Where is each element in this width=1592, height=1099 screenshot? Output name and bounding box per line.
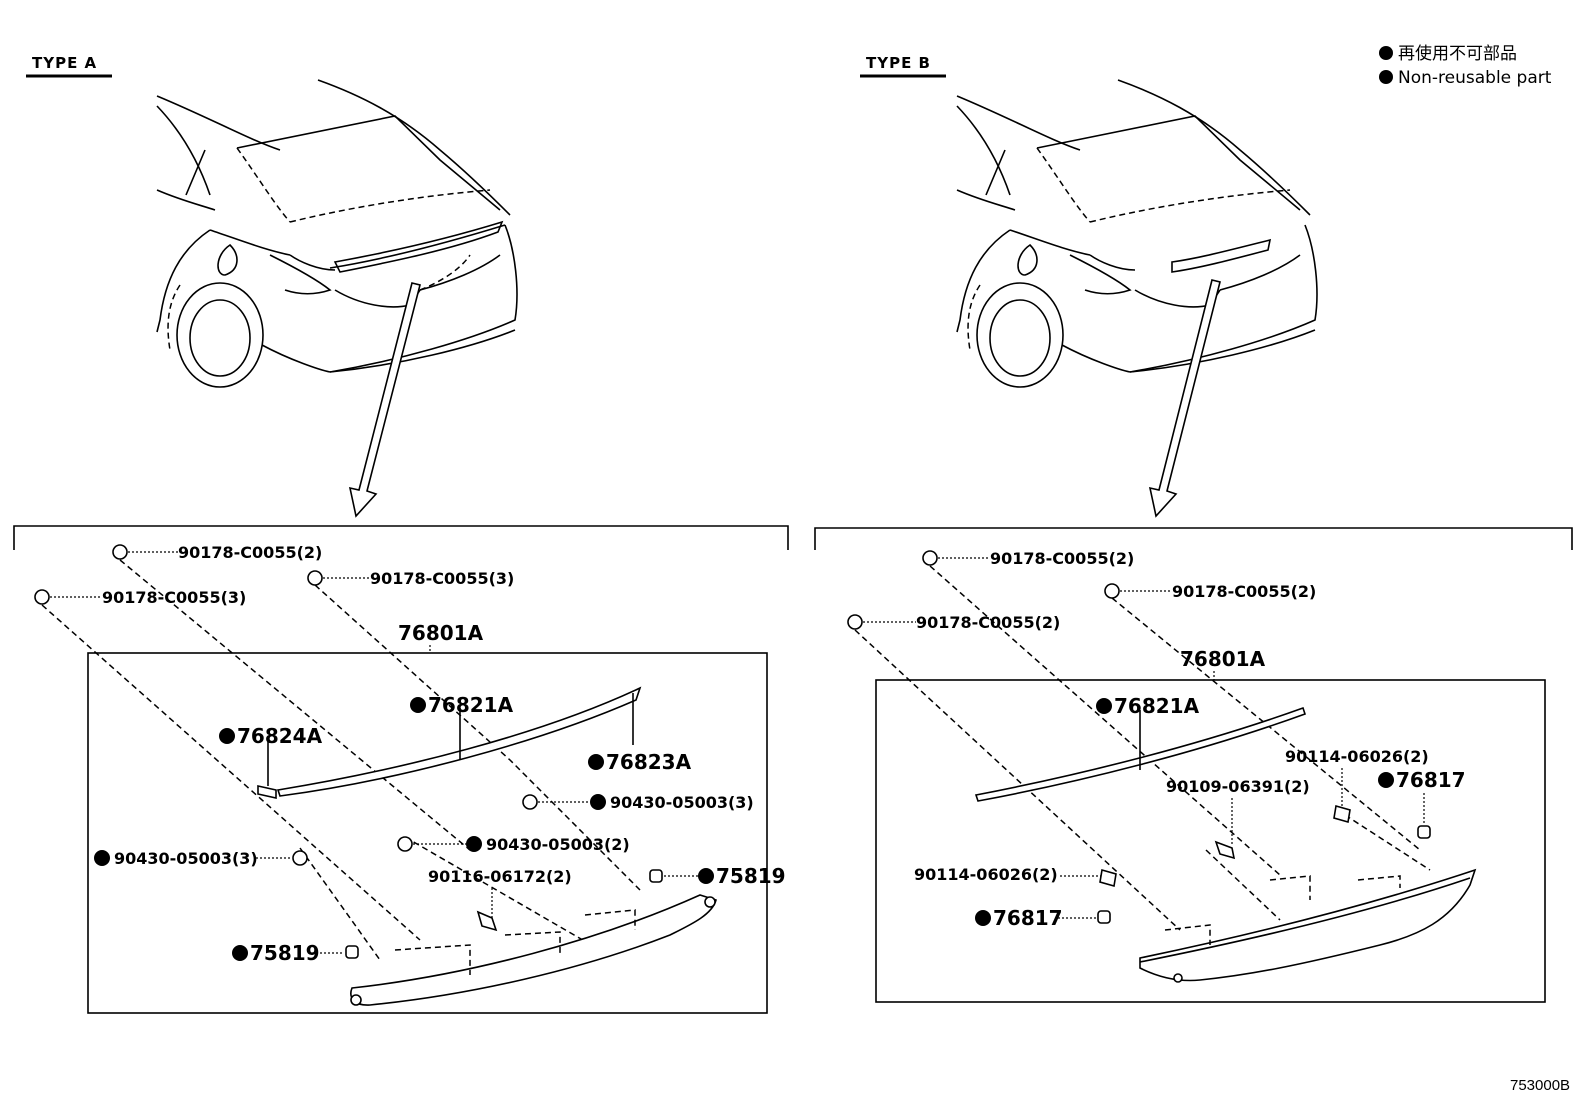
legend: 再使用不可部品 Non-reusable part <box>1379 43 1552 88</box>
type-a-moulding-label: 76821A <box>428 693 514 717</box>
clip-icon <box>112 544 128 560</box>
reference-number: 753000B <box>1510 1077 1570 1094</box>
clip-icon <box>847 614 863 630</box>
type-a-moulding-callout: 76821A <box>410 693 514 717</box>
type-b-detail-bracket <box>814 527 1573 550</box>
type-a-clip-left: 90178-C0055(3) <box>34 588 246 607</box>
type-a-nut-left-label: 90430-05003(3) <box>114 849 258 868</box>
type-a-clip-left-bottom: 75819 <box>232 941 359 965</box>
type-a-title: TYPE A <box>32 54 97 72</box>
type-a-clip-right-label: 75819 <box>716 864 786 888</box>
type-a-assembly-label: 76801A <box>398 621 484 645</box>
legend-dot-icon <box>1379 46 1393 60</box>
type-a-arrow-icon <box>348 282 421 518</box>
type-a-clip-top-left: 90178-C0055(2) <box>112 543 322 562</box>
type-b-clip-top-left-label: 90178-C0055(2) <box>990 549 1134 568</box>
clip-icon <box>1104 583 1120 599</box>
type-b-clip-left-label: 90178-C0055(2) <box>916 613 1060 632</box>
type-a-end-left-callout: 76824A <box>219 724 323 748</box>
type-b-bracket-right-label: 90114-06026(2) <box>1285 747 1429 766</box>
type-a-nut-right: 90430-05003(3) <box>522 793 754 812</box>
type-a-end-left-label: 76824A <box>237 724 323 748</box>
type-a-detail-bracket <box>13 525 789 550</box>
type-a-end-right-label: 76823A <box>606 750 692 774</box>
type-a-car-illustration <box>156 79 518 388</box>
type-a-assembly-box <box>87 652 768 1014</box>
bolt-icon <box>1214 840 1236 860</box>
clip-icon <box>1417 825 1431 839</box>
type-b-clip-top-right-label: 90178-C0055(2) <box>1172 582 1316 601</box>
clip-icon <box>345 945 359 959</box>
type-a-bolt: 90116-06172(2) <box>428 867 572 932</box>
nut-icon <box>292 850 308 866</box>
type-b-arrow-icon <box>1148 279 1221 518</box>
type-b-clip-right-label: 76817 <box>1396 768 1466 792</box>
type-b-title: TYPE B <box>866 54 931 72</box>
clip-icon <box>34 589 50 605</box>
bracket-icon <box>1333 804 1351 824</box>
bracket-icon <box>1099 868 1117 888</box>
type-a-garnish-panel-shape <box>350 894 717 1006</box>
type-b-section: TYPE B <box>814 54 1573 1003</box>
type-b-clip-top-left: 90178-C0055(2) <box>922 549 1134 568</box>
legend-dot-icon <box>1379 70 1393 84</box>
type-a-nut-mid-label: 90430-05003(2) <box>486 835 630 854</box>
nut-icon <box>397 836 413 852</box>
type-a-end-piece-left-shape <box>257 785 277 799</box>
legend-en-text: Non-reusable part <box>1398 68 1552 88</box>
bolt-icon <box>476 910 498 932</box>
type-a-clip-top-mid-label: 90178-C0055(3) <box>370 569 514 588</box>
type-b-moulding-label: 76821A <box>1114 694 1200 718</box>
type-a-clip-left-label: 90178-C0055(3) <box>102 588 246 607</box>
clip-icon <box>922 550 938 566</box>
type-a-end-right-callout: 76823A <box>588 750 692 774</box>
clip-icon <box>649 869 663 883</box>
type-a-bolt-label: 90116-06172(2) <box>428 867 572 886</box>
type-b-assembly-label: 76801A <box>1180 647 1266 671</box>
type-b-clip-right: 76817 <box>1378 768 1466 839</box>
clip-icon <box>1097 910 1111 924</box>
type-b-bracket-left-label: 90114-06026(2) <box>914 865 1058 884</box>
type-b-clip-top-right: 90178-C0055(2) <box>1104 582 1316 601</box>
type-a-clip-left-bottom-label: 75819 <box>250 941 320 965</box>
type-b-bracket-left: 90114-06026(2) <box>914 865 1117 888</box>
type-b-clip-left-bottom: 76817 <box>975 906 1111 930</box>
type-a-section: TYPE A <box>13 54 789 1014</box>
type-b-assembly-box <box>875 679 1546 1003</box>
type-b-clip-left: 90178-C0055(2) <box>847 613 1060 632</box>
type-b-bolt-label: 90109-06391(2) <box>1166 777 1310 796</box>
type-a-moulding-shape <box>276 686 642 797</box>
type-b-car-illustration <box>956 79 1318 388</box>
legend-jp-text: 再使用不可部品 <box>1398 43 1517 64</box>
nut-icon <box>522 794 538 810</box>
type-b-moulding-shape <box>974 706 1307 802</box>
type-a-clip-right: 75819 <box>649 864 786 888</box>
type-b-bolt: 90109-06391(2) <box>1166 777 1310 860</box>
type-a-clip-top-mid: 90178-C0055(3) <box>307 569 514 588</box>
type-a-nut-right-label: 90430-05003(3) <box>610 793 754 812</box>
type-b-bracket-right: 90114-06026(2) <box>1285 747 1429 824</box>
type-b-moulding-callout: 76821A <box>1096 694 1200 718</box>
type-b-clip-left-bottom-label: 76817 <box>993 906 1063 930</box>
clip-icon <box>307 570 323 586</box>
type-a-nut-mid: 90430-05003(2) <box>397 835 630 854</box>
type-a-clip-top-left-label: 90178-C0055(2) <box>178 543 322 562</box>
type-a-nut-left: 90430-05003(3) <box>94 849 308 868</box>
